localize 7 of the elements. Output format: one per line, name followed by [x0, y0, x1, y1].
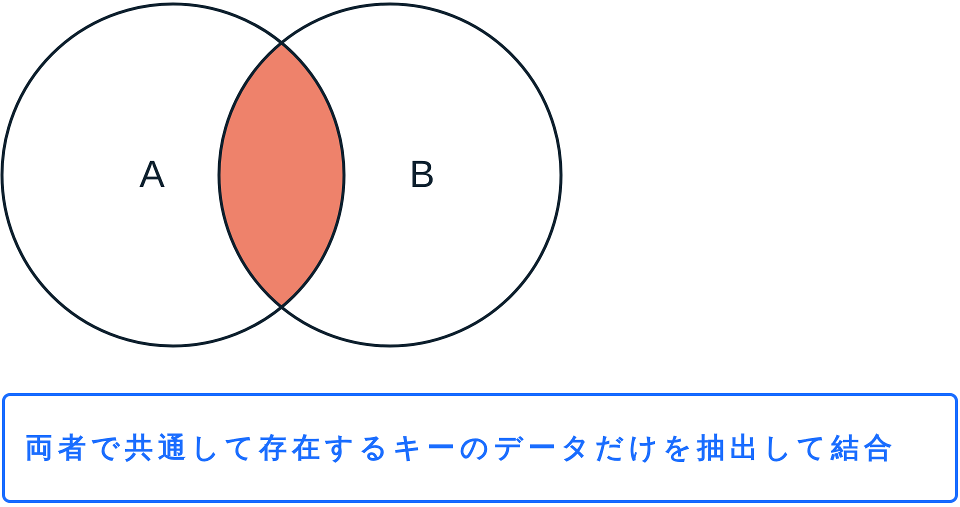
description-box [2, 393, 958, 503]
set-circle [217, 2, 563, 348]
description-text: 両者で共通して存在するキーのデータだけを抽出して結合 [25, 430, 897, 466]
set-label: B [409, 156, 435, 194]
set-label: A [139, 156, 165, 194]
set-circle [0, 2, 346, 348]
intersection-region [219, 42, 344, 308]
